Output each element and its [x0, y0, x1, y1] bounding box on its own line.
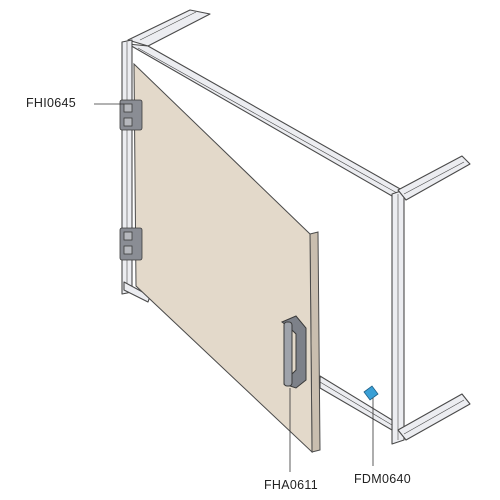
callout-handle-label: FHA0611 [264, 478, 318, 492]
magnet-icon [363, 385, 379, 401]
aluminum-frame [121, 9, 471, 445]
leader-lines [94, 103, 374, 472]
frame-bottom-bar [319, 375, 393, 431]
panel-face [133, 62, 313, 454]
frame-top-back-bar [127, 9, 211, 47]
callout-hinge-label: FHI0645 [26, 96, 77, 110]
callout-magnet-label: FDM0640 [354, 472, 411, 486]
door-handle-icon [281, 315, 307, 389]
hinge-lower-icon [119, 227, 143, 261]
hinge-upper-icon [119, 99, 143, 131]
door-panel [133, 62, 321, 454]
